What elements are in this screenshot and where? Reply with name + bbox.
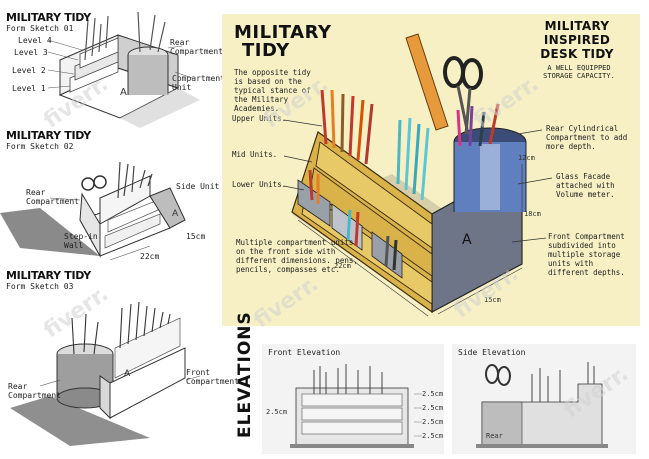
note-glass-facade: Glass Facade attached with Volume meter. [556,172,615,199]
note-upper-units: Upper Units. [232,114,287,123]
note-multiple-compartments: Multiple compartment units on the front … [236,238,358,274]
form-sketch-02-title: MILITARY TIDY [6,129,91,142]
label-level-1: Level 1 [12,84,46,93]
side-elevation-title: Side Elevation [458,348,526,357]
label-rear-compartment: Rear Compartment [170,38,223,56]
svg-text:A: A [172,209,179,219]
form-sketch-01-drawing: A [47,11,200,128]
front-elevation-drawing [290,364,422,448]
form-sketch-01-subtitle: Form Sketch 01 [6,24,74,33]
label-level-4: Level 4 [18,36,52,45]
side-letter: A [462,232,472,248]
dim-22cm: 22cm [334,262,351,270]
form-sketch-03: A MILITARY TIDY Form Sketch 03 Rear Comp… [0,268,239,458]
note-mid-units: Mid Units. [232,150,278,159]
label-side-unit: Side Unit [176,182,220,191]
label-front-compartment: Front Compartment [186,368,239,386]
dim-15cm: 15cm [484,296,501,304]
main-render-drawing: A [283,33,553,317]
form-sketch-02: A MILITARY TIDY Form Sketch 02 Rear Comp… [0,128,220,278]
main-title-line1: MILITARY [234,22,332,43]
form-sketch-03-drawing: A [10,301,201,446]
form-sketch-02-drawing: A [0,161,186,261]
intro-note: The opposite tidy is based on the typica… [234,68,311,113]
svg-text:A: A [124,369,131,379]
front-dim-1: 2.5cm [422,390,444,398]
front-dim-5: 2.5cm [266,408,288,416]
main-title-line2: TIDY [242,40,290,61]
elevations-label: ELEVATIONS [235,311,255,438]
main-render-panel: A MILITARY TIDY MILITARY INSPIRED DESK T… [222,14,640,326]
side-elevation-drawing [476,362,608,448]
front-dim-4: 2.5cm [422,432,444,440]
form-sketch-03-subtitle: Form Sketch 03 [6,282,74,291]
dim-18cm: 18cm [524,210,541,218]
note-rear-cylinder: Rear Cylindrical Compartment to add more… [546,124,628,151]
side-dim-rear: Rear [486,432,503,440]
label-step-in-wall: Step-in Wall [64,232,98,250]
note-lower-units: Lower Units. [232,180,287,189]
form-sketch-03-title: MILITARY TIDY [6,269,91,282]
front-elevation-title: Front Elevation [268,348,341,357]
main-subtitle-line1: MILITARY [544,19,610,33]
form-sketch-01: A MILITARY TIDY Form Sketch 01 Level 4 L… [0,0,225,140]
main-subtitle-line2: INSPIRED [543,33,611,47]
label-rear-compartment-2: Rear Compartment [26,188,79,206]
front-dim-2: 2.5cm [422,404,444,412]
label-dim-15: 15cm [186,232,206,241]
form-sketch-01-title: MILITARY TIDY [6,11,91,24]
label-level-2: Level 2 [12,66,46,75]
label-level-3: Level 3 [14,48,48,57]
label-compartment-unit: Compartment Unit [172,74,225,92]
svg-text:A: A [120,87,127,98]
label-dim-22: 22cm [140,252,160,261]
form-sketch-02-subtitle: Form Sketch 02 [6,142,74,151]
side-elevation: Side Elevation Rear [452,344,636,454]
dim-12cm: 12cm [518,154,535,162]
label-rear-compartment-3: Rear Compartment [8,382,61,400]
main-subtitle-line3: DESK TIDY [540,47,614,61]
main-tagline: A WELL EQUIPPED STORAGE CAPACITY. [543,64,615,80]
front-dim-3: 2.5cm [422,418,444,426]
front-elevation: Front Elevation 2.5cm 2.5cm 2.5cm 2.5cm … [262,344,444,454]
note-front-compartment: Front Compartment subdivided into multip… [548,232,625,277]
